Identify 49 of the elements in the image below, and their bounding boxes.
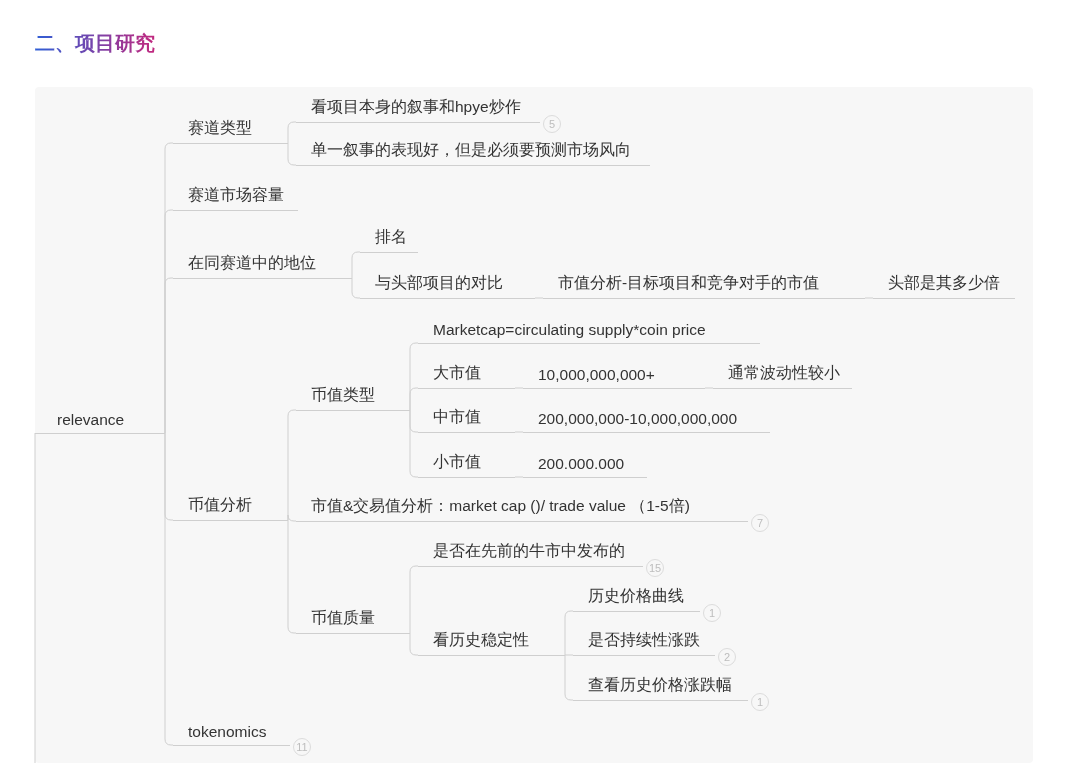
connector-line (351, 251, 361, 279)
topic-label: 市值分析-目标项目和竞争对手的市值 (543, 269, 865, 299)
topic-label: 在同赛道中的地位 (173, 249, 352, 279)
topic-label: 赛道类型 (173, 114, 288, 144)
connector-line (409, 565, 419, 634)
topic-label: 币值分析 (173, 491, 288, 521)
topic-label: 赛道市场容量 (173, 181, 298, 211)
connector-line (514, 431, 524, 433)
connector-line (864, 297, 874, 299)
connector-line (534, 297, 544, 299)
topic-label: 市值&交易值分析：market cap ()/ trade value （1-5倍) (296, 492, 748, 522)
connector-line (287, 514, 297, 522)
connector-line (287, 519, 297, 634)
topic-label: 头部是其多少倍 (873, 269, 1015, 299)
topic-label: 币值类型 (296, 381, 410, 411)
connector-line (514, 387, 524, 389)
topic-label: 10,000,000,000+ (523, 359, 705, 389)
topic-label: 币值质量 (296, 604, 410, 634)
topic-label: 看历史稳定性 (418, 626, 565, 656)
connector-line (409, 409, 419, 478)
topic-label: 是否持续性涨跌 (573, 626, 715, 656)
connector-line (564, 654, 574, 656)
connector-line (164, 277, 174, 434)
connector-line (514, 476, 524, 478)
topic-label: 大市值 (418, 359, 515, 389)
connector-line (409, 632, 419, 656)
topic-label: tokenomics (173, 716, 290, 746)
connector-line (164, 432, 174, 746)
topic-label: 是否在先前的牛市中发布的 (418, 537, 643, 567)
connector-line (287, 121, 297, 144)
topic-label: relevance (35, 404, 165, 434)
topic-label: 小市值 (418, 448, 515, 478)
topic-label: 与头部项目的对比 (360, 269, 535, 299)
topic-label: 200.000.000 (523, 448, 647, 478)
topic-label: Marketcap=circulating supply*coin price (418, 314, 760, 344)
connector-line (351, 277, 361, 299)
topic-label: 单一叙事的表现好，但是必须要预测市场风向 (296, 136, 650, 166)
topic-label: 查看历史价格涨跌幅 (573, 671, 748, 701)
connector-line (287, 142, 297, 166)
topic-label: 通常波动性较小 (713, 359, 852, 389)
topic-label: 排名 (360, 223, 418, 253)
connector-line (564, 654, 574, 701)
topic-label: 历史价格曲线 (573, 582, 700, 612)
connector-line (704, 387, 714, 389)
topic-label: 看项目本身的叙事和hpye炒作 (296, 93, 540, 123)
connector-line (564, 610, 574, 656)
connector-line (409, 387, 419, 411)
topic-label: 200,000,000-10,000,000,000 (523, 403, 770, 433)
topic-label: 中市值 (418, 403, 515, 433)
